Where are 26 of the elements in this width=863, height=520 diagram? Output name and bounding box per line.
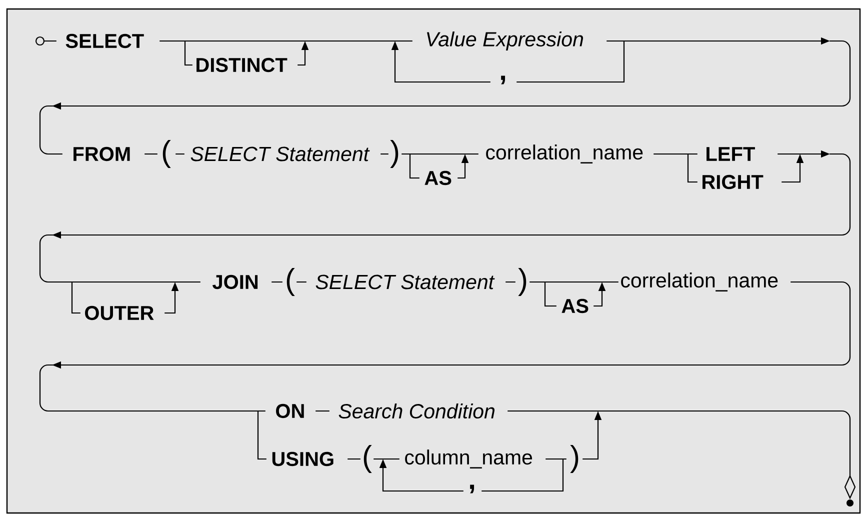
- keyword: SELECT: [66, 34, 144, 48]
- comma: ,: [470, 484, 474, 494]
- identifier: correlation_name: [621, 272, 778, 292]
- syntax-element: SELECT Statement: [190, 146, 370, 162]
- syntax-element: Search Condition: [338, 403, 494, 419]
- syntax-element: Value Expression: [426, 31, 584, 51]
- keyword: JOIN: [212, 274, 258, 290]
- comma: ,: [501, 76, 506, 84]
- parenthesis: (: [162, 140, 171, 168]
- parenthesis: (: [364, 445, 372, 473]
- identifier: correlation_name: [486, 144, 643, 164]
- syntax-element: SELECT Statement: [316, 274, 495, 290]
- parenthesis: ): [518, 268, 526, 296]
- parenthesis: (: [286, 268, 295, 296]
- keyword: USING: [272, 452, 334, 466]
- keyword: ON: [276, 404, 304, 418]
- keyword: DISTINCT: [196, 58, 288, 72]
- keyword: AS: [562, 298, 588, 314]
- keyword: AS: [424, 170, 452, 186]
- parenthesis: ): [570, 445, 578, 473]
- keyword: LEFT: [706, 147, 755, 161]
- keyword: FROM: [74, 146, 130, 162]
- keyword: OUTER: [85, 306, 154, 320]
- keyword: RIGHT: [702, 174, 764, 190]
- parenthesis: ): [390, 140, 398, 168]
- identifier: column_name: [405, 450, 532, 468]
